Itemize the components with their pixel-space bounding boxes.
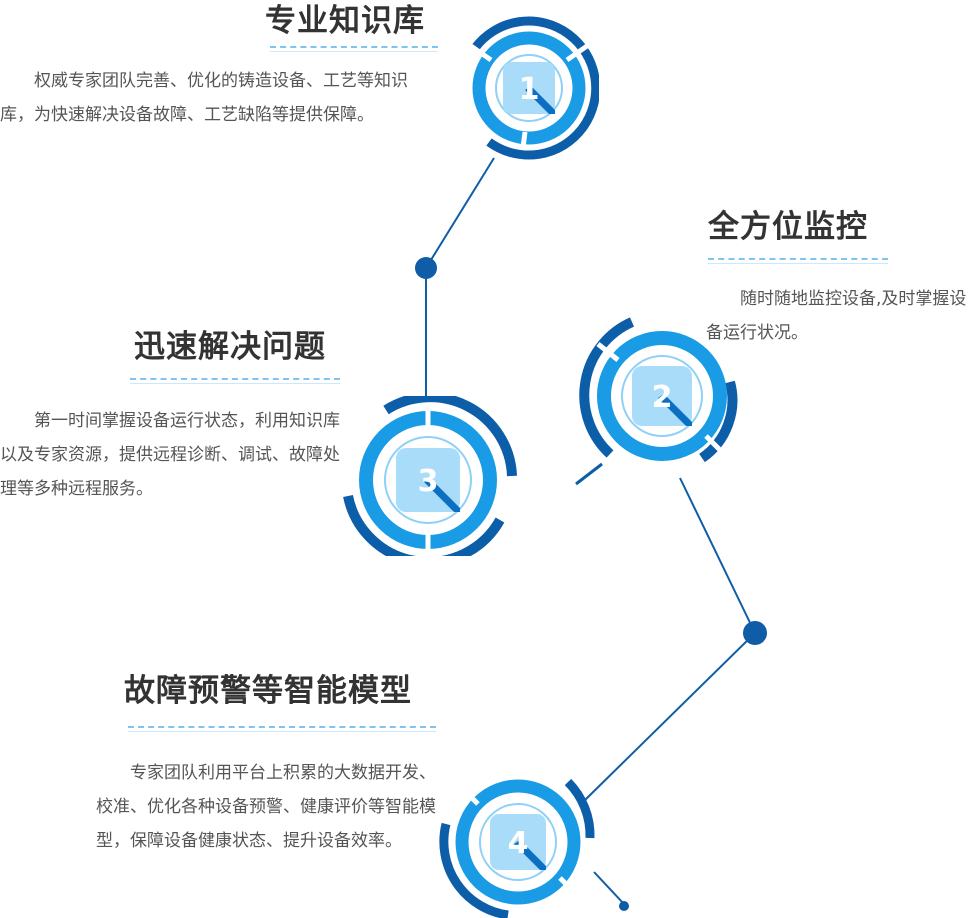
node-2-title: 全方位监控 (708, 209, 868, 245)
connector-dot-2 (743, 621, 767, 645)
node-1-number: 1 (519, 72, 540, 107)
node-1-outer-arc (471, 16, 599, 160)
node-2-badge-shadow (658, 394, 692, 426)
node-4-description: 专家团队利用平台上积累的大数据开发、校准、优化各种设备预警、健康评价等智能模型，… (96, 763, 436, 851)
node-1-description: 权威专家团队完善、优化的铸造设备、工艺等知识库，为快速解决设备故障、工艺缺陷等提… (0, 71, 408, 125)
node-3-ring: 3 (343, 396, 517, 556)
node-4-title: 故障预警等智能模型 (124, 673, 412, 709)
connector-dot-3 (619, 901, 629, 911)
node-4-inner-ring (455, 779, 581, 905)
node-3-description: 第一时间掌握设备运行状态，利用知识库以及专家资源，提供远程诊断、调试、故障处理等… (0, 411, 340, 499)
connector-line-3 (679, 477, 756, 634)
node-4-outer-arc (439, 822, 509, 918)
node-2-description: 随时随地监控设备,及时掌握设备运行状况。 (706, 289, 967, 343)
node-2-number: 2 (652, 380, 673, 415)
node-4-number: 4 (508, 826, 529, 861)
node-1-ring: 1 (469, 16, 599, 160)
node-4-badge-shadow (514, 840, 546, 870)
node-3-number: 3 (418, 464, 439, 499)
node-3-title-underline (130, 378, 340, 384)
connector-line-1 (425, 157, 495, 269)
node-4-title-underline (128, 726, 436, 732)
node-2-ring: 2 (575, 317, 738, 486)
node-2-outer-arc (579, 317, 635, 458)
connector-line-5 (593, 871, 625, 905)
node-2-title-underline (708, 258, 888, 264)
node-3-title: 迅速解决问题 (134, 329, 326, 365)
node-1-inner-ring (472, 31, 586, 145)
node-4-ring: 4 (439, 778, 595, 918)
node-3-outer-arc (343, 494, 505, 556)
node-1-title-underline (270, 46, 438, 52)
node-2-inner-ring (597, 331, 727, 461)
connector-dot-1 (415, 257, 437, 279)
node-1-badge-shadow (525, 86, 555, 114)
connector-line-4 (584, 632, 756, 801)
node-3-badge-shadow (424, 478, 460, 512)
node-1-title: 专业知识库 (265, 3, 425, 39)
